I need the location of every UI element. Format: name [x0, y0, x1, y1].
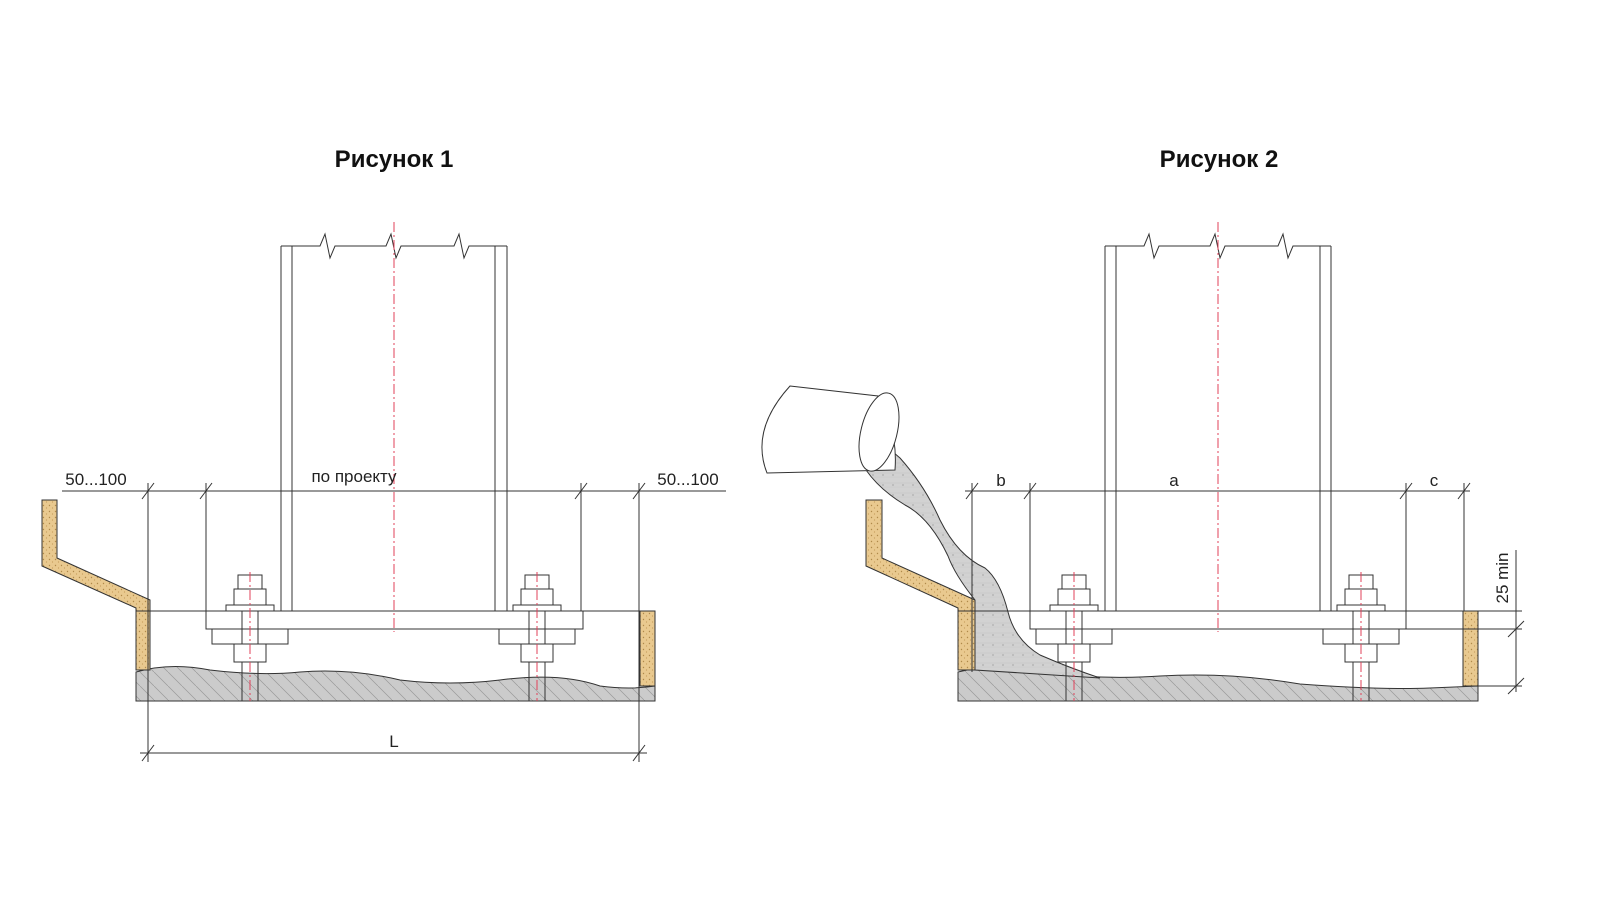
formwork-left — [41, 499, 151, 671]
fig2-dim-b: b — [996, 471, 1005, 490]
fig2-dim-height: 25 min — [1493, 552, 1512, 603]
figure-2 — [761, 232, 1525, 702]
formwork-right — [1462, 610, 1479, 687]
figure-1 — [41, 232, 726, 762]
grout-flow — [856, 430, 1101, 679]
bucket-rim — [858, 392, 900, 472]
fig2-dim-c: c — [1430, 471, 1439, 490]
figure-1-axes — [249, 222, 538, 701]
fig1-dim-left: 50...100 — [65, 470, 126, 489]
fig1-dim-right: 50...100 — [657, 470, 718, 489]
fig2-dim-a: a — [1169, 471, 1179, 490]
ground-fill — [135, 665, 656, 702]
fig1-dim-total: L — [389, 732, 398, 751]
formwork-right — [639, 610, 656, 687]
fig1-dim-center: по проекту — [311, 467, 397, 486]
figure-2-axes — [1073, 222, 1362, 701]
formwork-left — [865, 499, 976, 671]
figure-1-title: Рисунок 1 — [334, 146, 454, 173]
figure-2-title: Рисунок 2 — [1159, 146, 1279, 173]
